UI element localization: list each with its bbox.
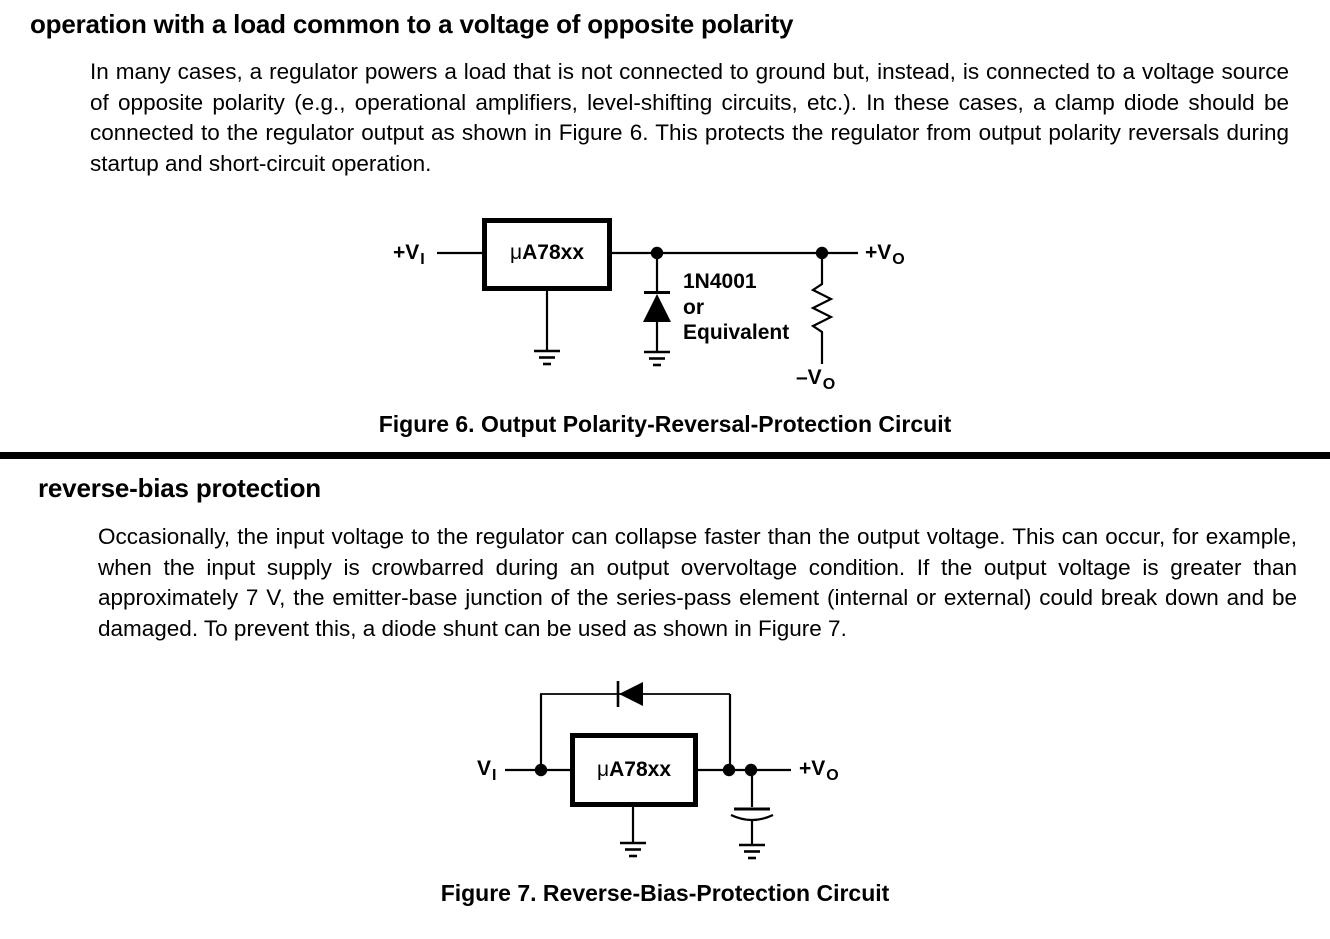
fig6-regulator-ground-symbol bbox=[534, 349, 560, 366]
fig6-negative-output-main: –V bbox=[796, 366, 822, 389]
fig6-diode-triangle bbox=[643, 294, 671, 322]
fig7-output-node-dot-1 bbox=[722, 763, 736, 777]
fig6-load-resistor bbox=[810, 253, 834, 364]
fig6-regulator-box bbox=[482, 218, 612, 291]
fig7-regulator-ground-symbol bbox=[620, 841, 646, 858]
fig6-input-label-main: +V bbox=[393, 241, 420, 264]
fig7-positive-output-main: +V bbox=[799, 757, 826, 780]
fig7-positive-output-subscript: O bbox=[826, 767, 839, 784]
fig6-positive-output-main: +V bbox=[865, 241, 892, 264]
fig6-diode-equivalent-label: Equivalent bbox=[683, 321, 790, 344]
figure6-circuit-diagram bbox=[437, 218, 858, 367]
fig6-regulator-mu: μ bbox=[510, 241, 523, 264]
fig7-regulator-box bbox=[570, 733, 698, 807]
fig7-input-label-subscript: I bbox=[492, 767, 497, 784]
fig7-diode-triangle bbox=[619, 682, 643, 706]
section2-paragraph: Occasionally, the input voltage to the r… bbox=[98, 524, 1297, 641]
figure7-caption: Figure 7. Reverse-Bias-Protection Circui… bbox=[440, 880, 890, 906]
fig7-positive-output-label: +VO bbox=[799, 757, 839, 784]
fig7-regulator-mu: μ bbox=[597, 758, 610, 781]
fig6-regulator-part-number: A78xx bbox=[522, 241, 584, 264]
fig6-positive-output-subscript: O bbox=[892, 251, 905, 268]
fig6-diode-or-label: or bbox=[683, 296, 704, 319]
fig6-negative-output-label: –VO bbox=[796, 366, 836, 393]
fig6-negative-output-subscript: O bbox=[822, 376, 836, 393]
fig6-positive-output-label: +VO bbox=[865, 241, 905, 268]
fig7-input-voltage-label: VI bbox=[477, 757, 497, 784]
fig7-input-label-main: V bbox=[477, 757, 492, 780]
section-heading-operation-load-common: operation with a load common to a voltag… bbox=[30, 9, 794, 39]
section1-paragraph: In many cases, a regulator powers a load… bbox=[90, 59, 1289, 176]
fig7-regulator-label: μA78xx bbox=[570, 758, 698, 782]
fig7-regulator-part-number: A78xx bbox=[609, 758, 671, 781]
fig7-capacitor-curved-plate bbox=[730, 814, 774, 822]
fig6-diode-part-label: 1N4001 bbox=[683, 270, 757, 293]
section-divider-rule bbox=[0, 452, 1330, 459]
figure7-circuit-diagram bbox=[505, 681, 791, 860]
fig6-input-label-subscript: I bbox=[420, 251, 425, 268]
fig6-diode-ground-symbol bbox=[644, 350, 670, 367]
fig6-regulator-label: μA78xx bbox=[482, 241, 612, 265]
fig6-input-voltage-label: +VI bbox=[393, 241, 425, 268]
section-heading-reverse-bias-protection: reverse-bias protection bbox=[38, 473, 321, 503]
fig7-capacitor-ground-symbol bbox=[739, 843, 765, 860]
figure6-caption: Figure 6. Output Polarity-Reversal-Prote… bbox=[378, 411, 952, 437]
